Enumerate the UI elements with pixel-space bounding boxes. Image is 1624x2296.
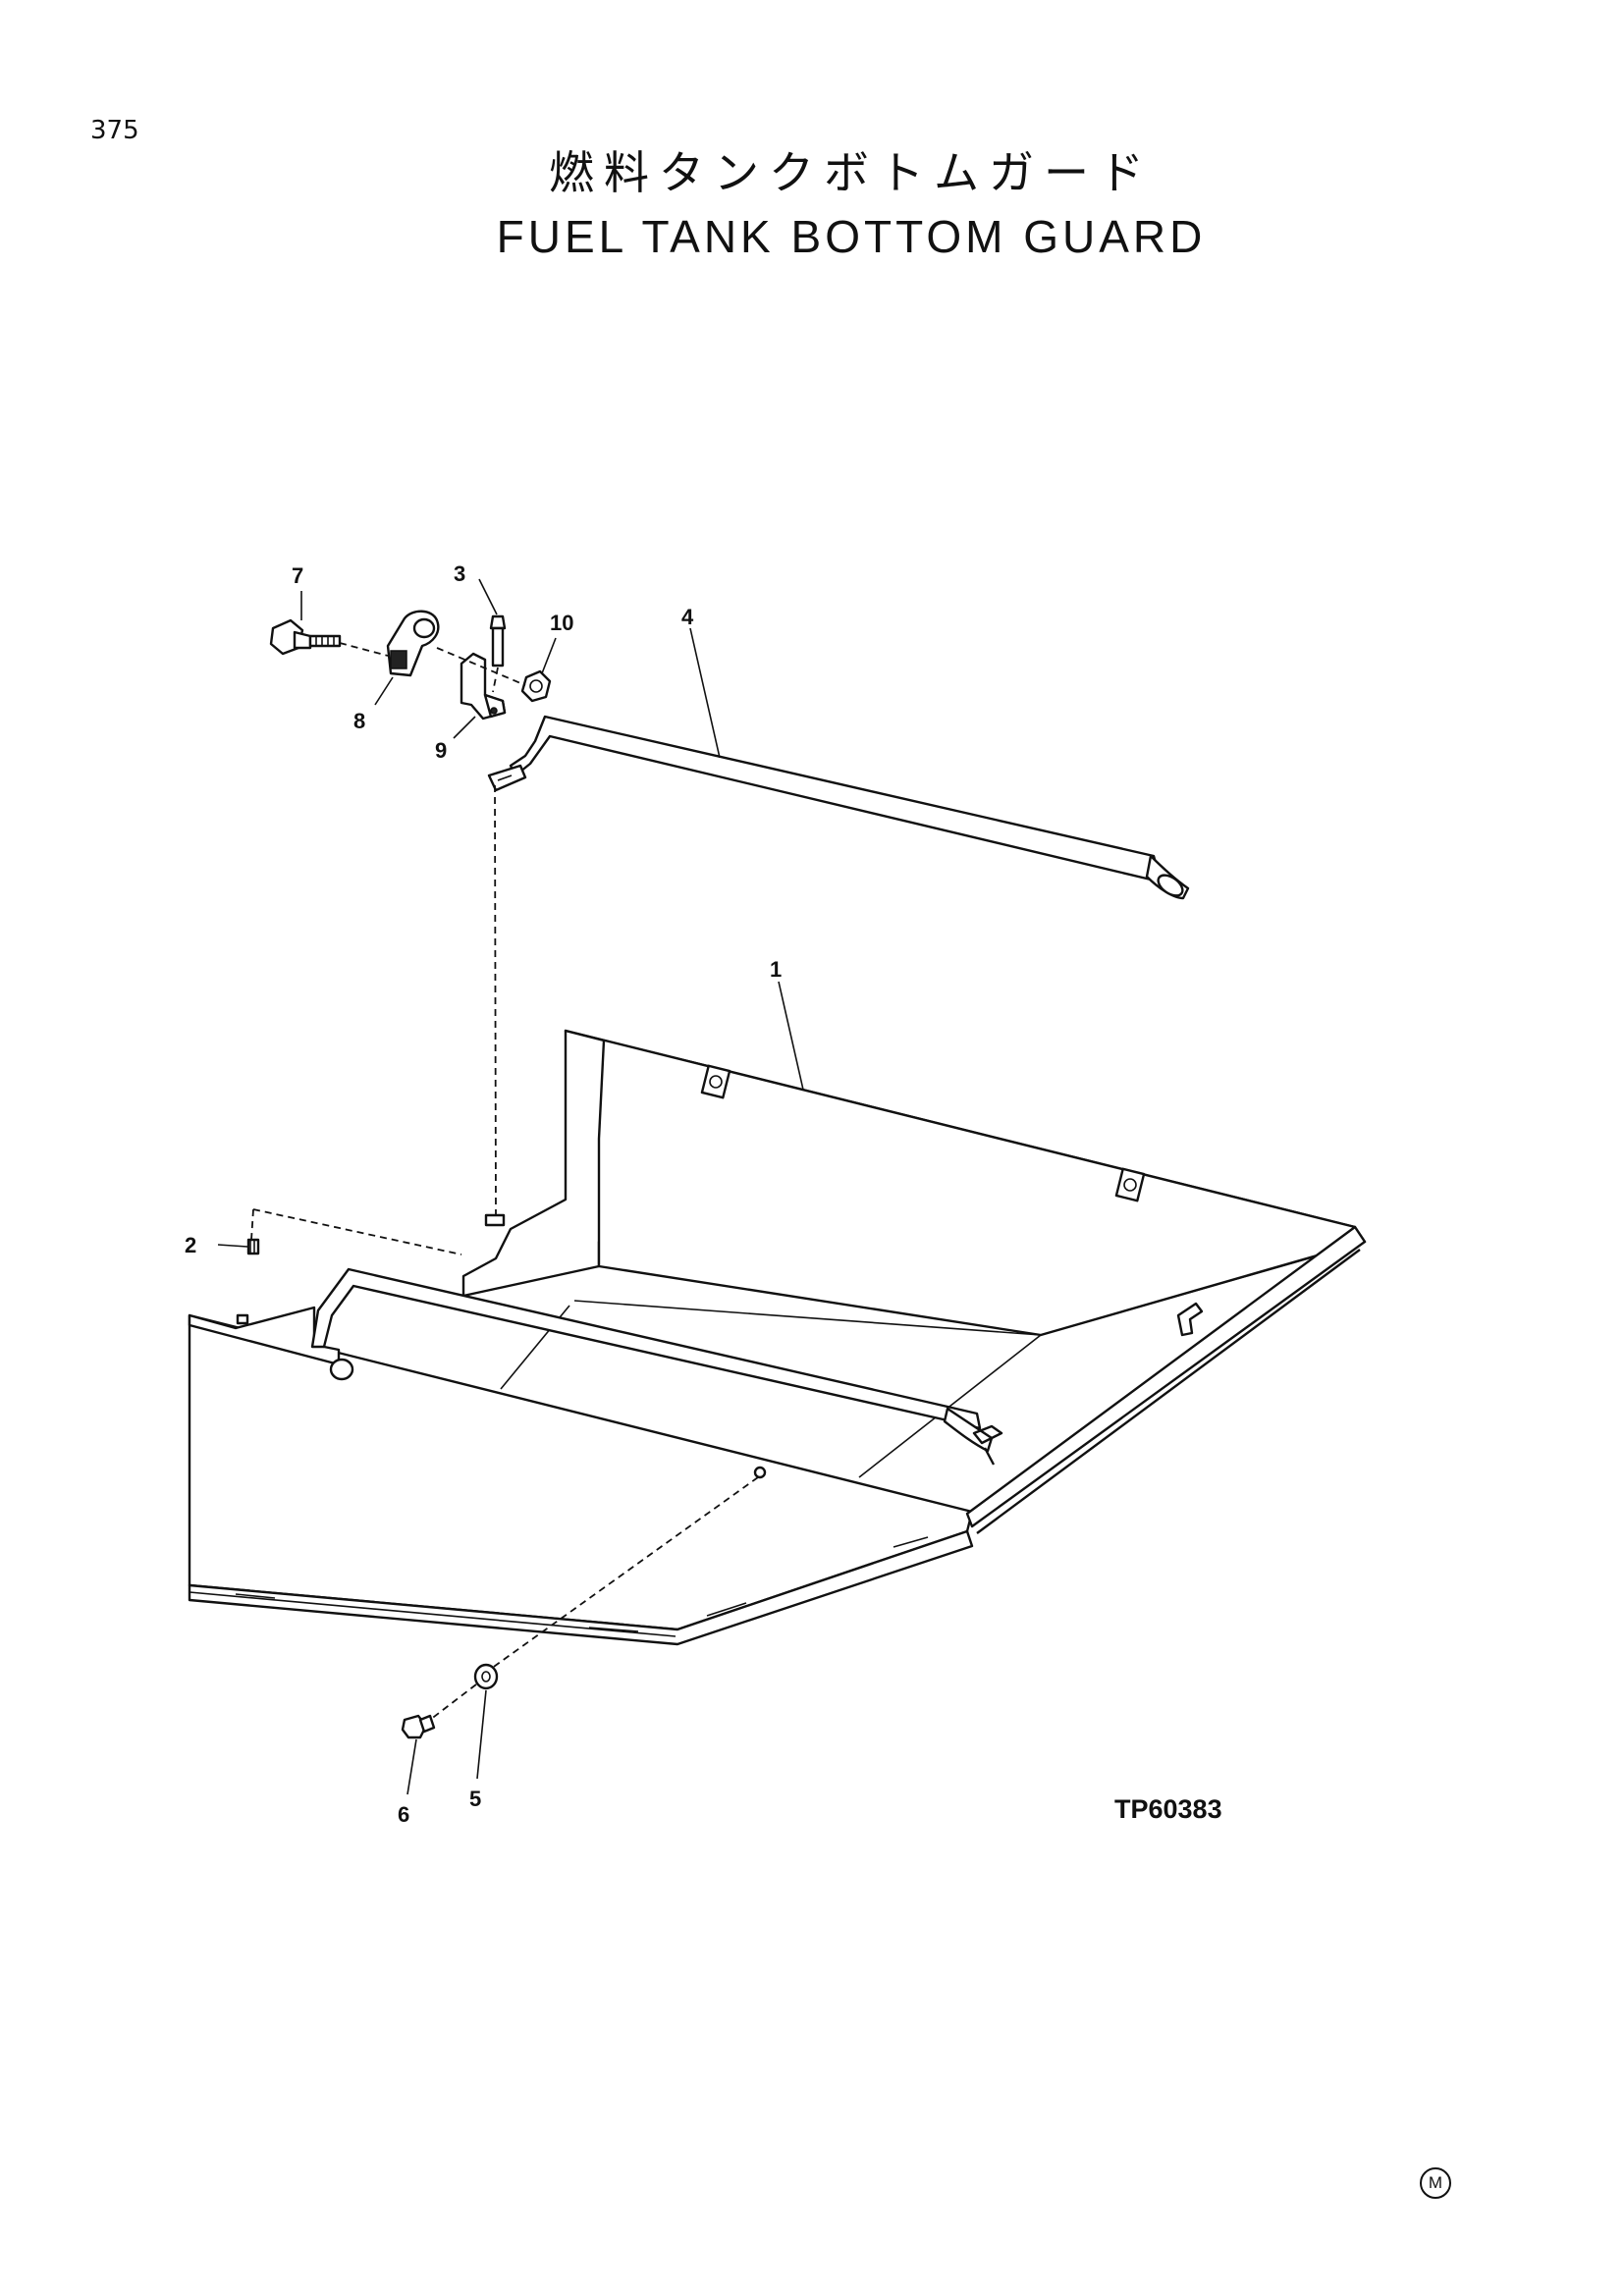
page-number: 375 <box>90 116 139 145</box>
bolt-part-6 <box>401 1714 436 1795</box>
title-english: FUEL TANK BOTTOM GUARD <box>496 211 1207 262</box>
assembly-lines <box>250 642 759 1721</box>
callout-5: 5 <box>469 1787 481 1811</box>
stay-part-4-installed <box>310 1267 1003 1466</box>
callout-4: 4 <box>681 605 694 629</box>
clamp-part-8 <box>374 610 440 706</box>
bracket-part-9 <box>453 652 507 739</box>
bolt-part-7 <box>269 591 342 656</box>
callout-6: 6 <box>398 1802 409 1827</box>
leader-1 <box>778 981 804 1091</box>
callout-7: 7 <box>292 563 303 588</box>
nut-part-10 <box>520 637 557 703</box>
callout-1: 1 <box>770 957 782 982</box>
stay-part-4 <box>487 715 1190 900</box>
leader-4 <box>689 627 721 759</box>
callout-9: 9 <box>435 738 447 763</box>
figure-reference: TP60383 <box>1114 1794 1222 1824</box>
washer-part-5 <box>473 1663 499 1780</box>
title-block: 燃料タンクボトムガード FUEL TANK BOTTOM GUARD <box>0 137 1624 263</box>
corner-mark: M <box>1420 2167 1451 2199</box>
title-japanese: 燃料タンクボトムガード <box>549 146 1154 199</box>
callout-10: 10 <box>550 611 573 635</box>
callout-2: 2 <box>185 1233 196 1257</box>
bottom-guard-part-1 <box>188 1029 1367 1646</box>
bolt-part-3 <box>478 578 507 667</box>
nut-part-2 <box>217 1238 260 1255</box>
callout-8: 8 <box>353 709 365 733</box>
callout-3: 3 <box>454 561 465 586</box>
